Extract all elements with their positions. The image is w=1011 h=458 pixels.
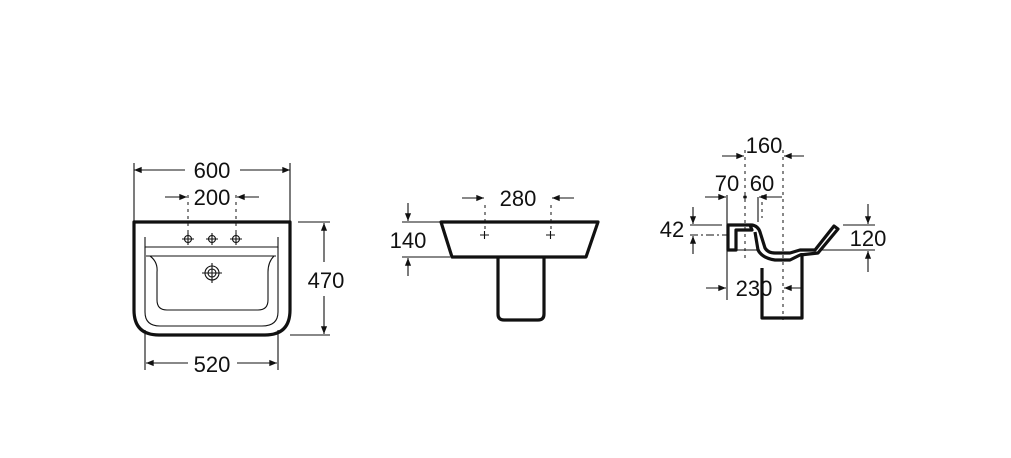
dim-60: 60 (750, 171, 774, 196)
dim-280: 280 (500, 186, 537, 211)
dim-200: 200 (194, 185, 231, 210)
dim-520: 520 (194, 352, 231, 377)
dim-140: 140 (390, 228, 427, 253)
tap-hole-icons (182, 233, 242, 245)
pedestal (496, 257, 546, 322)
top-view: 600 200 470 520 (132, 158, 345, 377)
front-elevation: 280 140 (390, 186, 600, 322)
basin-outline (132, 220, 292, 337)
dim-600: 600 (194, 158, 231, 183)
dim-160: 160 (746, 133, 783, 158)
side-pedestal (760, 253, 804, 320)
dim-70: 70 (715, 171, 739, 196)
dim-120: 120 (850, 226, 887, 251)
side-view: 160 70 60 42 120 230 (660, 133, 887, 320)
basin-elevation (439, 220, 600, 259)
dim-42: 42 (660, 217, 684, 242)
dim-470: 470 (308, 268, 345, 293)
dim-230: 230 (736, 276, 773, 301)
drain-icon (202, 263, 222, 283)
